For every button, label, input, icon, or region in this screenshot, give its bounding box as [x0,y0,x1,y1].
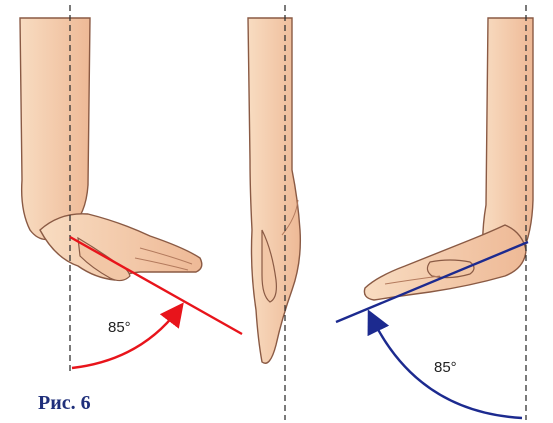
left-hand-flexion-drawing [20,18,202,281]
right-angle-label: 85° [434,359,457,376]
left-angle-label: 85° [108,319,131,336]
right-hand-extension-drawing [364,18,533,300]
figure-caption: Рис. 6 [38,392,91,415]
right-hand-axis-line [336,242,528,322]
center-hand-neutral-drawing [248,18,300,363]
